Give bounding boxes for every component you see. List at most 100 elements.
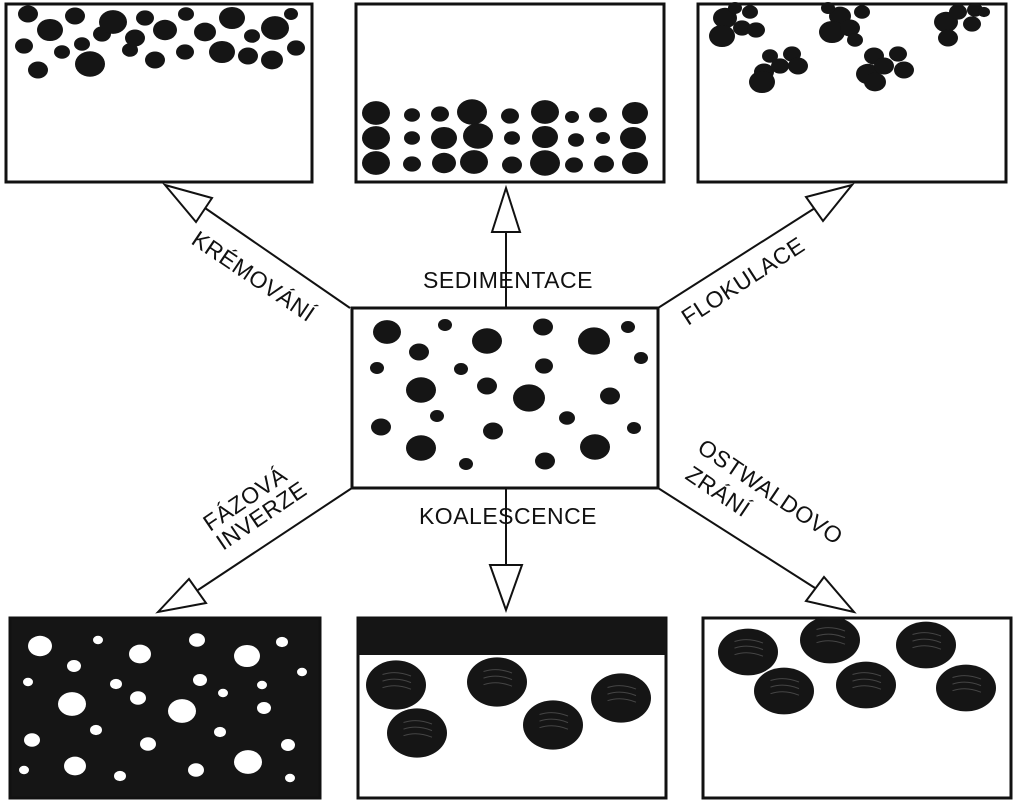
droplet [594, 155, 614, 173]
droplet [936, 664, 996, 712]
droplet [67, 660, 81, 672]
droplet [404, 131, 420, 145]
droplets-phase-inversion [19, 633, 307, 783]
droplet [430, 410, 444, 422]
droplet [472, 328, 502, 354]
droplet [467, 657, 527, 707]
droplet [58, 692, 86, 716]
droplets-creaming [15, 5, 305, 79]
droplet [483, 422, 503, 440]
droplet [742, 5, 758, 19]
droplet [749, 70, 775, 94]
droplet [140, 737, 156, 751]
droplet-highlight [403, 720, 433, 725]
droplet-highlight [770, 678, 800, 683]
droplet [432, 152, 456, 174]
droplet-highlight [607, 685, 637, 690]
droplet [362, 151, 390, 175]
droplet [728, 2, 742, 14]
droplet [15, 38, 33, 54]
droplet [114, 770, 126, 782]
droplet [733, 20, 751, 36]
droplet-highlight [382, 685, 412, 690]
droplet [565, 157, 583, 173]
droplet [90, 724, 102, 736]
arrowhead-sedimentation [490, 184, 522, 233]
droplet [477, 377, 497, 395]
droplet [431, 106, 449, 122]
droplet [24, 733, 40, 747]
droplet [99, 10, 127, 34]
droplet [754, 667, 814, 715]
droplet [938, 29, 958, 47]
droplet-highlight [483, 682, 513, 687]
droplet [454, 363, 468, 375]
droplet [568, 133, 584, 147]
droplet [276, 636, 288, 648]
droplet [403, 156, 421, 172]
coalesced-layer [358, 618, 666, 655]
droplet [502, 156, 522, 174]
droplet [565, 111, 579, 123]
label-coalescence: KOALESCENCE [419, 503, 597, 529]
droplet [621, 321, 635, 333]
droplet [209, 40, 235, 64]
connector-phase-inversion [155, 487, 353, 614]
droplet-highlight [852, 685, 882, 690]
droplet [75, 51, 105, 77]
droplet [819, 20, 845, 44]
droplet [93, 635, 103, 645]
droplet [257, 680, 267, 690]
droplet [788, 57, 808, 75]
droplet [64, 756, 86, 776]
droplet [620, 126, 646, 150]
droplet [459, 458, 473, 470]
droplet [287, 40, 305, 56]
droplet [713, 7, 737, 29]
droplet [178, 7, 194, 21]
droplet-highlight [952, 688, 982, 693]
droplet-highlight [816, 627, 846, 632]
droplet [168, 699, 196, 723]
droplet-highlight [539, 718, 569, 724]
droplet [406, 377, 436, 403]
droplet-highlight [952, 681, 982, 687]
droplet [874, 57, 894, 75]
droplet [978, 6, 990, 18]
droplet-highlight [912, 645, 942, 650]
droplet-highlight [382, 678, 412, 684]
droplet [532, 125, 558, 149]
droplet [153, 19, 177, 41]
droplets-flocculation [709, 2, 990, 94]
droplet-highlight [382, 672, 412, 677]
droplet [125, 29, 145, 47]
droplet-highlight [912, 638, 942, 644]
droplet-highlight [816, 640, 846, 645]
droplet [634, 352, 648, 364]
arrowhead-creaming [162, 183, 214, 224]
droplet [65, 7, 85, 25]
label-flocculation: FLOKULACE [677, 231, 810, 330]
droplet-highlight [734, 652, 764, 657]
droplets-coalescence [366, 657, 651, 758]
droplet-highlight [770, 684, 800, 690]
arrowhead-phase-inversion [155, 577, 208, 614]
droplet [74, 37, 90, 51]
droplet [284, 8, 298, 20]
connector-flocculation [657, 183, 855, 309]
droplet [214, 726, 226, 738]
droplet [531, 100, 559, 124]
droplet [362, 101, 390, 125]
droplet [854, 5, 870, 19]
droplet [122, 43, 138, 57]
droplet-highlight [483, 675, 513, 681]
droplet [591, 673, 651, 723]
droplet [504, 131, 520, 145]
droplet [580, 434, 610, 460]
droplet [847, 33, 863, 47]
droplet [840, 19, 860, 37]
droplet [622, 151, 648, 175]
droplet [189, 633, 205, 647]
droplet [836, 661, 896, 709]
